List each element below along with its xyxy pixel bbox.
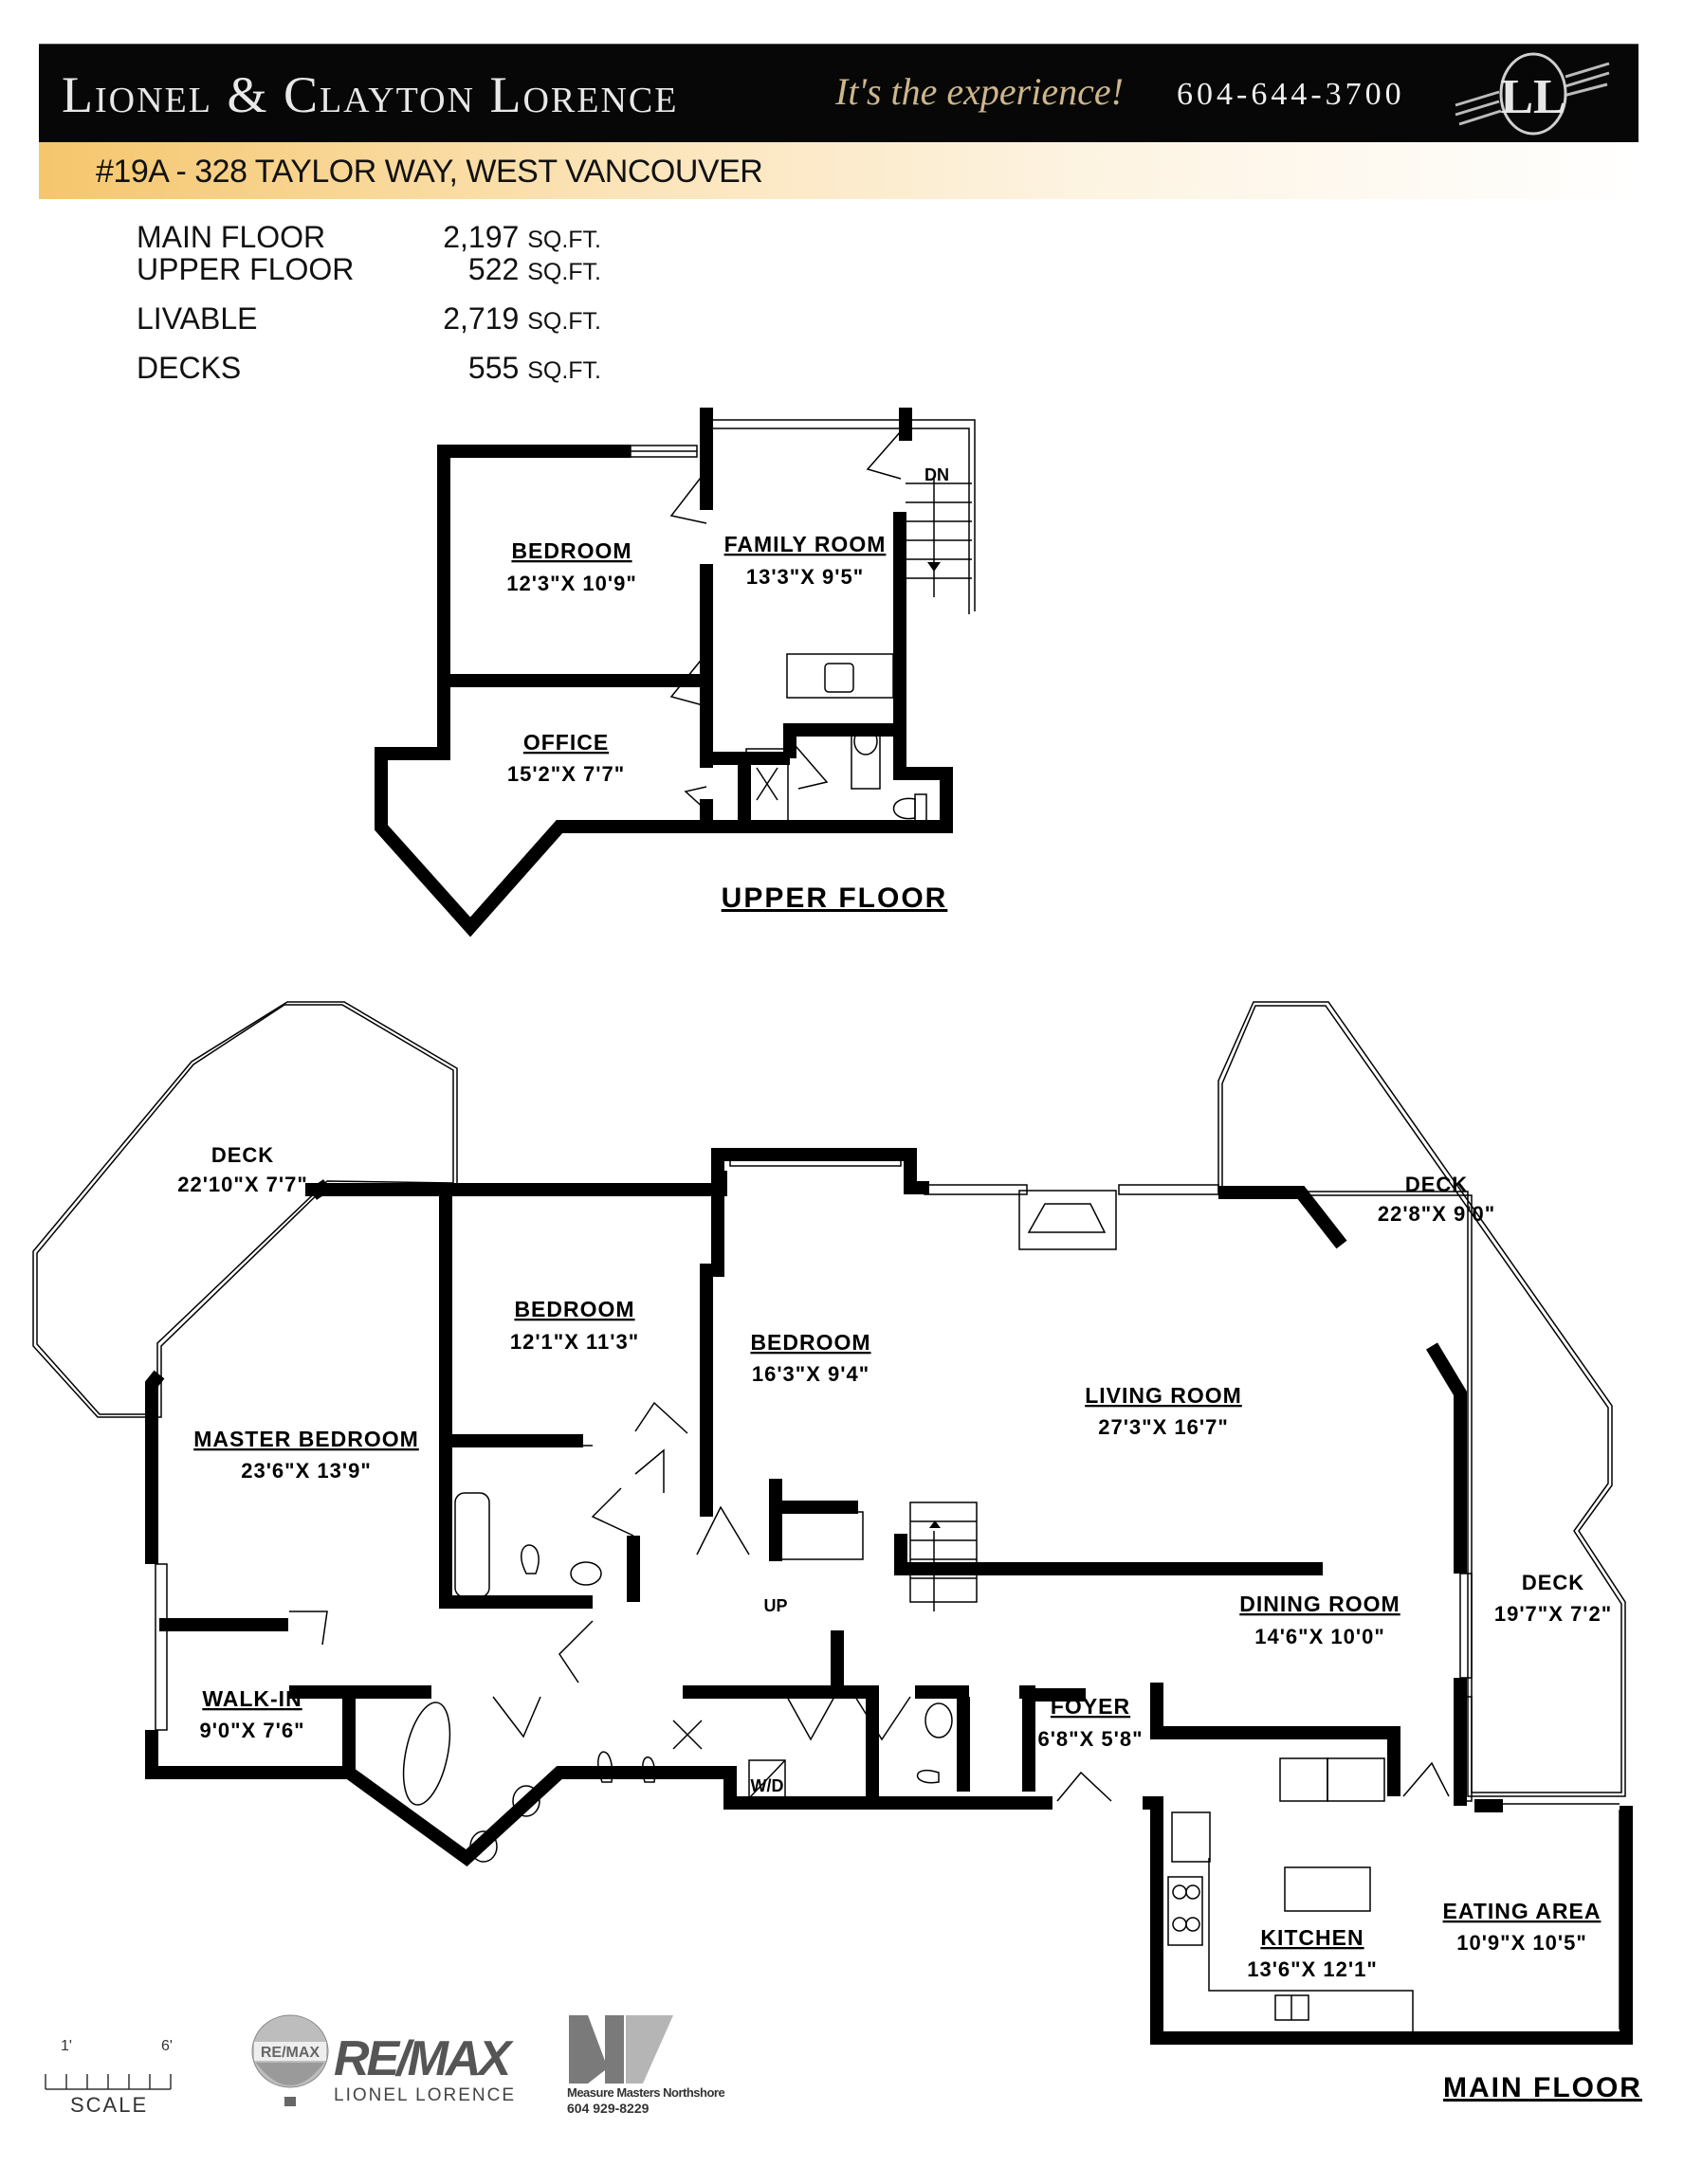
room-dimensions: 16'3"X 9'4": [752, 1362, 869, 1386]
room-label-master-bedroom: MASTER BEDROOM: [193, 1427, 419, 1451]
area-row-main-floor: MAIN FLOOR 2,197 SQ.FT.: [137, 220, 601, 254]
room-dimensions: 12'1"X 11'3": [510, 1330, 639, 1354]
stair-up-label: UP: [763, 1596, 787, 1615]
area-row-decks: DECKS 555 SQ.FT.: [137, 351, 601, 385]
scale-bar: 1' 6' SCALE: [42, 2038, 184, 2133]
room-label-deck: DECK: [211, 1143, 274, 1167]
area-unit: SQ.FT.: [527, 357, 601, 384]
area-value: 555: [467, 351, 520, 385]
room-label-bedroom: BEDROOM: [750, 1330, 870, 1355]
property-address: #19A - 328 TAYLOR WAY, WEST VANCOUVER: [96, 154, 763, 190]
room-label-eating-area: EATING AREA: [1443, 1899, 1602, 1923]
room-dimensions: 22'8"X 9'0": [1378, 1202, 1495, 1226]
room-dimensions: 13'6"X 12'1": [1247, 1957, 1378, 1981]
area-unit: SQ.FT.: [527, 227, 601, 253]
area-value: 2,719: [443, 301, 520, 336]
tagline: It's the experience!: [835, 70, 1124, 113]
svg-text:LL: LL: [1500, 70, 1565, 124]
remax-wordmark: RE/MAX: [334, 2031, 511, 2086]
room-dimensions: 14'6"X 10'0": [1254, 1625, 1385, 1648]
room-dimensions: 23'6"X 13'9": [241, 1459, 372, 1483]
room-label-bedroom: BEDROOM: [511, 538, 632, 563]
phone-number: 604-644-3700: [1177, 77, 1405, 112]
room-label-living-room: LIVING ROOM: [1085, 1383, 1242, 1408]
main-floor-title: MAIN FLOOR: [1443, 2072, 1642, 2103]
address-bar: #19A - 328 TAYLOR WAY, WEST VANCOUVER: [39, 142, 1638, 199]
room-label-deck: DECK: [1522, 1571, 1584, 1594]
measure-masters-logo: Measure Masters Northshore 604 929-8229: [567, 2013, 776, 2118]
hot-air-balloon-icon: RE/MAX: [251, 2014, 329, 2106]
upper-floor-title: UPPER FLOOR: [722, 883, 948, 914]
washer-dryer-label: W/D: [751, 1776, 784, 1795]
room-label-walk-in: WALK-IN: [202, 1686, 302, 1711]
room-dimensions: 12'3"X 10'9": [506, 572, 637, 595]
upper-floor-plan: DN BEDROOM 12'3"X 10'9" FAMILY ROOM 13'3…: [375, 408, 976, 937]
area-row-upper-floor: UPPER FLOOR 522 SQ.FT.: [137, 252, 601, 286]
remax-logo: RE/MAX RE/MAX LIONEL LORENCE: [248, 2013, 514, 2118]
room-dimensions: 19'7"X 7'2": [1494, 1602, 1612, 1626]
room-dimensions: 10'9"X 10'5": [1456, 1931, 1587, 1955]
measure-masters-mv-icon: [569, 2015, 673, 2084]
area-row-livable: LIVABLE 2,719 SQ.FT.: [137, 301, 601, 336]
room-label-family-room: FAMILY ROOM: [724, 532, 887, 556]
room-label-foyer: FOYER: [1051, 1694, 1130, 1719]
room-dimensions: 22'10"X 7'7": [177, 1173, 308, 1196]
svg-text:RE/MAX: RE/MAX: [261, 2045, 320, 2061]
room-label-dining-room: DINING ROOM: [1239, 1592, 1400, 1616]
area-summary: MAIN FLOOR 2,197 SQ.FT. UPPER FLOOR 522 …: [137, 220, 601, 385]
room-label-deck: DECK: [1405, 1173, 1468, 1196]
area-label: DECKS: [137, 351, 242, 385]
area-label: MAIN FLOOR: [137, 220, 326, 254]
room-dimensions: 27'3"X 16'7": [1098, 1415, 1229, 1439]
area-unit: SQ.FT.: [527, 308, 601, 335]
area-label: UPPER FLOOR: [137, 252, 355, 286]
room-dimensions: 13'3"X 9'5": [746, 565, 864, 589]
main-floor-plan: UP W/D DECK 22'10"X 7'7" BEDROOM 12'1"X …: [32, 1001, 1642, 2103]
measure-masters-phone: 604 929-8229: [567, 2101, 650, 2116]
room-label-office: OFFICE: [523, 730, 609, 755]
brand-name: Lionel & Clayton Lorence: [62, 66, 679, 123]
room-label-kitchen: KITCHEN: [1260, 1925, 1364, 1950]
area-value: 2,197: [443, 220, 520, 254]
room-dimensions: 9'0"X 7'6": [199, 1719, 304, 1742]
remax-agent-name: LIONEL LORENCE: [334, 2085, 517, 2105]
scale-ruler-icon: [45, 2074, 172, 2090]
ll-monogram-logo-icon: LL: [1455, 52, 1610, 136]
area-value: 522: [467, 252, 520, 286]
stair-down-label: DN: [924, 465, 949, 484]
measure-masters-name: Measure Masters Northshore: [567, 2085, 725, 2100]
room-label-bedroom: BEDROOM: [514, 1297, 634, 1321]
room-dimensions: 15'2"X 7'7": [507, 762, 625, 786]
area-label: LIVABLE: [137, 301, 258, 336]
scale-end-label: 6': [161, 2038, 173, 2054]
scale-start-label: 1': [61, 2038, 72, 2054]
scale-label: SCALE: [70, 2093, 149, 2117]
area-unit: SQ.FT.: [527, 259, 601, 285]
room-dimensions: 6'8"X 5'8": [1037, 1727, 1143, 1751]
header-banner: Lionel & Clayton Lorence It's the experi…: [39, 44, 1638, 143]
